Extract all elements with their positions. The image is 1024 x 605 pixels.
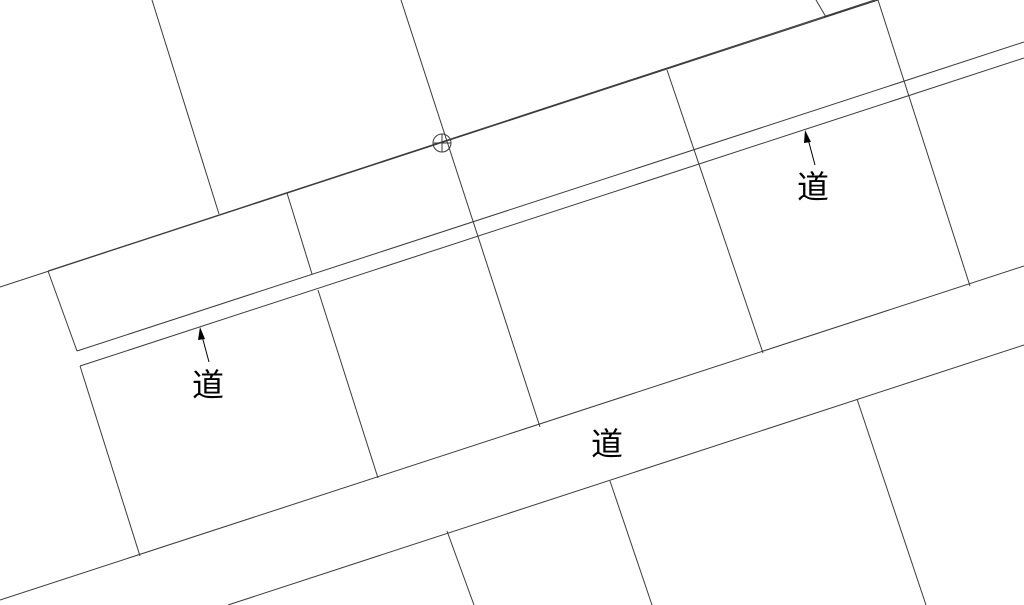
main-road-bottom-edge xyxy=(227,344,1024,605)
narrow-road-top-edge xyxy=(76,41,1024,352)
arrow-upper-left xyxy=(198,327,210,363)
upper-road-mid-edge xyxy=(47,0,877,272)
lot-line-11 xyxy=(609,480,653,605)
narrow-road-bottom-edge xyxy=(79,57,1024,367)
road-label-upper-right: 道 xyxy=(797,168,829,206)
lot-line-9 xyxy=(666,69,764,354)
lot-line-5 xyxy=(47,270,78,352)
circle-cross-icon xyxy=(432,133,452,153)
lot-line-1 xyxy=(151,0,220,215)
road-label-upper-left: 道 xyxy=(192,366,224,404)
lot-line-3 xyxy=(815,0,827,18)
lot-line-6 xyxy=(79,365,141,557)
road-label-main: 道 xyxy=(591,425,623,463)
lot-line-4 xyxy=(877,0,971,287)
lot-line-8 xyxy=(317,289,379,479)
arrow-upper-right xyxy=(804,130,816,166)
lot-line-2 xyxy=(400,0,541,428)
lot-line-12 xyxy=(856,398,927,605)
lot-line-7 xyxy=(286,192,313,275)
top-right-edge xyxy=(823,0,879,18)
main-road-top-edge xyxy=(0,265,1024,601)
lot-boundary-lines xyxy=(47,0,971,605)
lot-line-10 xyxy=(446,530,475,605)
